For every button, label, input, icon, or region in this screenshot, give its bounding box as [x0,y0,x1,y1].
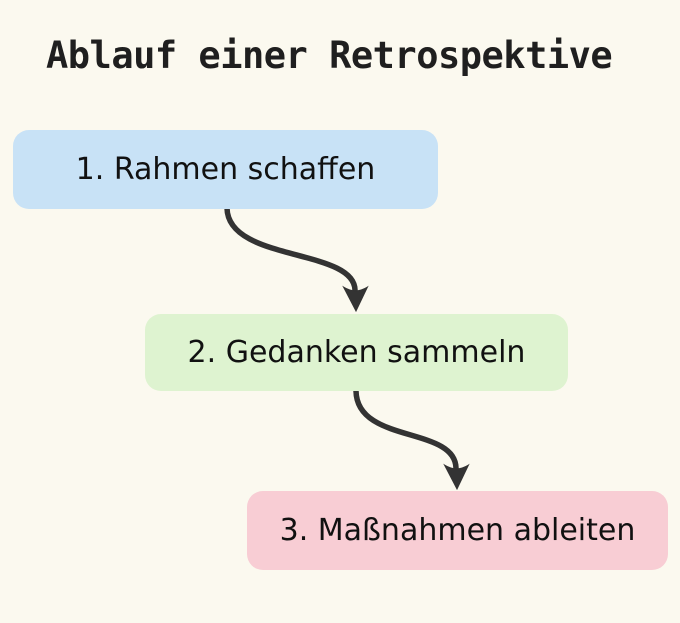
arrowhead-down-icon [342,285,369,313]
diagram-title: Ablauf einer Retrospektive [46,34,613,77]
edge-step1-step2-line [224,205,358,293]
edge-step1-step2 [224,205,369,313]
edge-step2-step3 [353,388,470,491]
arrowhead-down-icon [443,463,470,491]
flowchart-node-step-1: 1. Rahmen schaffen [13,130,438,209]
node-label-step-3: 3. Maßnahmen ableiten [279,513,636,548]
node-label-step-1: 1. Rahmen schaffen [75,152,376,187]
flowchart-node-step-3: 3. Maßnahmen ableiten [247,491,668,570]
node-label-step-2: 2. Gedanken sammeln [187,335,526,370]
flowchart-node-step-2: 2. Gedanken sammeln [145,314,568,391]
edge-step2-step3-line [353,388,459,471]
